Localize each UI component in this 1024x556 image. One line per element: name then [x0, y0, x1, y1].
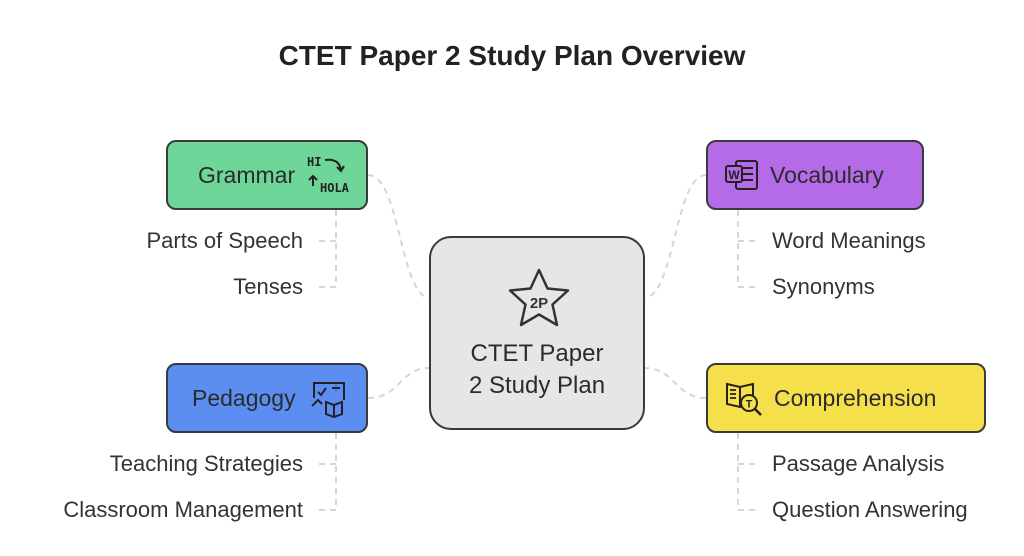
vocabulary-node: W Vocabulary	[706, 140, 924, 210]
connector-grammar	[367, 174, 430, 299]
center-node: 2P CTET Paper 2 Study Plan	[429, 236, 645, 430]
reading-book-icon: T	[726, 382, 762, 416]
pedagogy-label: Pedagogy	[192, 384, 296, 411]
svg-text:HOLA: HOLA	[320, 181, 350, 195]
pedagogy-item-2: Classroom Management	[63, 497, 303, 522]
vocabulary-item-1: Word Meanings	[772, 228, 926, 253]
grammar-item-2: Tenses	[233, 274, 303, 299]
grammar-label: Grammar	[198, 161, 296, 188]
connector-comprehension	[644, 367, 707, 399]
comprehension-item-2: Question Answering	[772, 497, 968, 522]
comprehension-node: T Comprehension	[706, 363, 986, 433]
center-label-line1: CTET Paper	[470, 340, 604, 367]
svg-text:W: W	[728, 168, 740, 182]
translate-icon: HI HOLA	[307, 155, 350, 195]
star-icon: 2P	[508, 268, 570, 327]
connector-vocabulary	[644, 174, 707, 299]
connector-vocabulary-items	[737, 210, 756, 288]
connector-comprehension-items	[737, 433, 756, 511]
grammar-node: Grammar HI HOLA	[166, 140, 368, 210]
center-label: CTET Paper 2 Study Plan	[431, 338, 643, 402]
svg-text:HI: HI	[307, 155, 321, 169]
center-label-line2: 2 Study Plan	[468, 372, 606, 399]
teaching-board-icon	[310, 382, 345, 418]
connector-pedagogy	[367, 367, 430, 399]
diagram-title: CTET Paper 2 Study Plan Overview	[278, 40, 746, 71]
star-badge-text: 2P	[530, 295, 548, 312]
pedagogy-item-1: Teaching Strategies	[109, 451, 303, 476]
svg-text:T: T	[746, 399, 753, 411]
pedagogy-node: Pedagogy	[166, 363, 368, 433]
grammar-item-1: Parts of Speech	[146, 228, 303, 253]
vocabulary-label: Vocabulary	[770, 161, 884, 188]
connector-pedagogy-items	[318, 433, 337, 511]
word-document-icon: W	[725, 160, 758, 190]
comprehension-item-1: Passage Analysis	[772, 451, 945, 476]
vocabulary-item-2: Synonyms	[772, 274, 875, 299]
connector-grammar-items	[318, 210, 337, 288]
comprehension-label: Comprehension	[774, 384, 937, 411]
